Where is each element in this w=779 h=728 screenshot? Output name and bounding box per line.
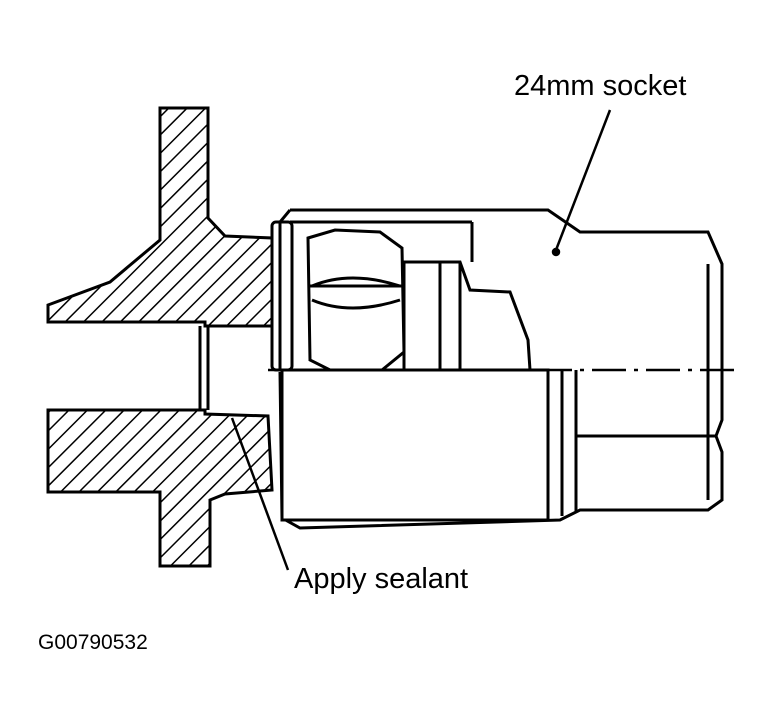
socket-front-half	[280, 368, 550, 522]
sealant-leader	[230, 417, 290, 571]
sealant-label: Apply sealant	[294, 563, 469, 595]
washer	[270, 220, 294, 372]
leader-lines	[230, 109, 612, 571]
hex-head	[306, 228, 406, 372]
housing-lower-section	[46, 408, 274, 568]
bore-edges	[198, 326, 210, 410]
socket-leader	[554, 109, 612, 251]
plug-bolt	[270, 220, 532, 372]
housing-upper-section	[46, 106, 280, 328]
bolt-shaft	[402, 260, 532, 372]
socket-body	[278, 208, 724, 530]
figure-code: G00790532	[38, 631, 148, 654]
socket-label: 24mm socket	[514, 70, 687, 102]
housing-wall	[46, 106, 280, 568]
